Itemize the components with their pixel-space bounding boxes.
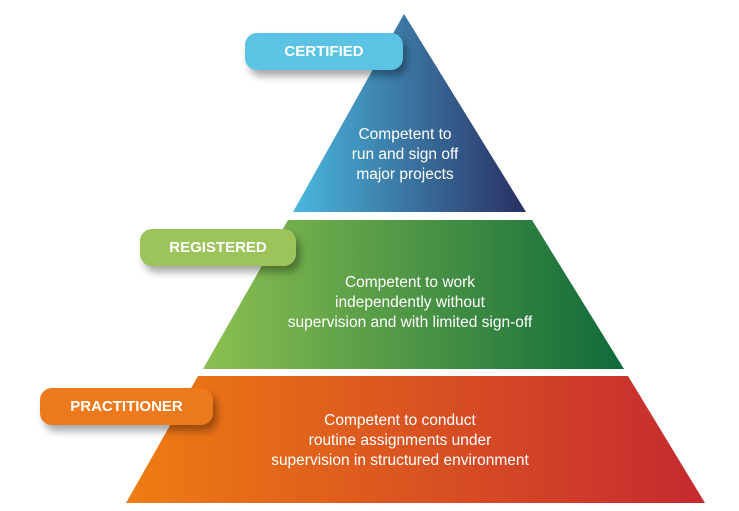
tier-certified-shape bbox=[293, 14, 526, 212]
desc-line: major projects bbox=[356, 166, 454, 183]
desc-line: Competent to bbox=[358, 126, 452, 143]
certified-label: CERTIFIED bbox=[245, 33, 403, 70]
practitioner-description: Competent to conduct routine assignments… bbox=[220, 411, 580, 471]
desc-line: Competent to work bbox=[344, 274, 476, 291]
desc-line: supervision in structured environment bbox=[271, 452, 529, 469]
tier-registered-shape bbox=[203, 220, 624, 369]
registered-description: Competent to work independently without … bbox=[240, 273, 580, 333]
registered-label: REGISTERED bbox=[140, 229, 296, 266]
certified-description: Competent to run and sign off major proj… bbox=[305, 125, 505, 185]
tier-practitioner-shape bbox=[126, 376, 705, 503]
desc-line: supervision and with limited sign-off bbox=[287, 314, 533, 331]
desc-line: Competent to conduct bbox=[324, 412, 476, 429]
desc-line: routine assignments under bbox=[308, 432, 492, 449]
practitioner-label: PRACTITIONER bbox=[40, 388, 213, 425]
desc-line: run and sign off bbox=[351, 146, 459, 163]
desc-line: independently without bbox=[335, 294, 485, 311]
